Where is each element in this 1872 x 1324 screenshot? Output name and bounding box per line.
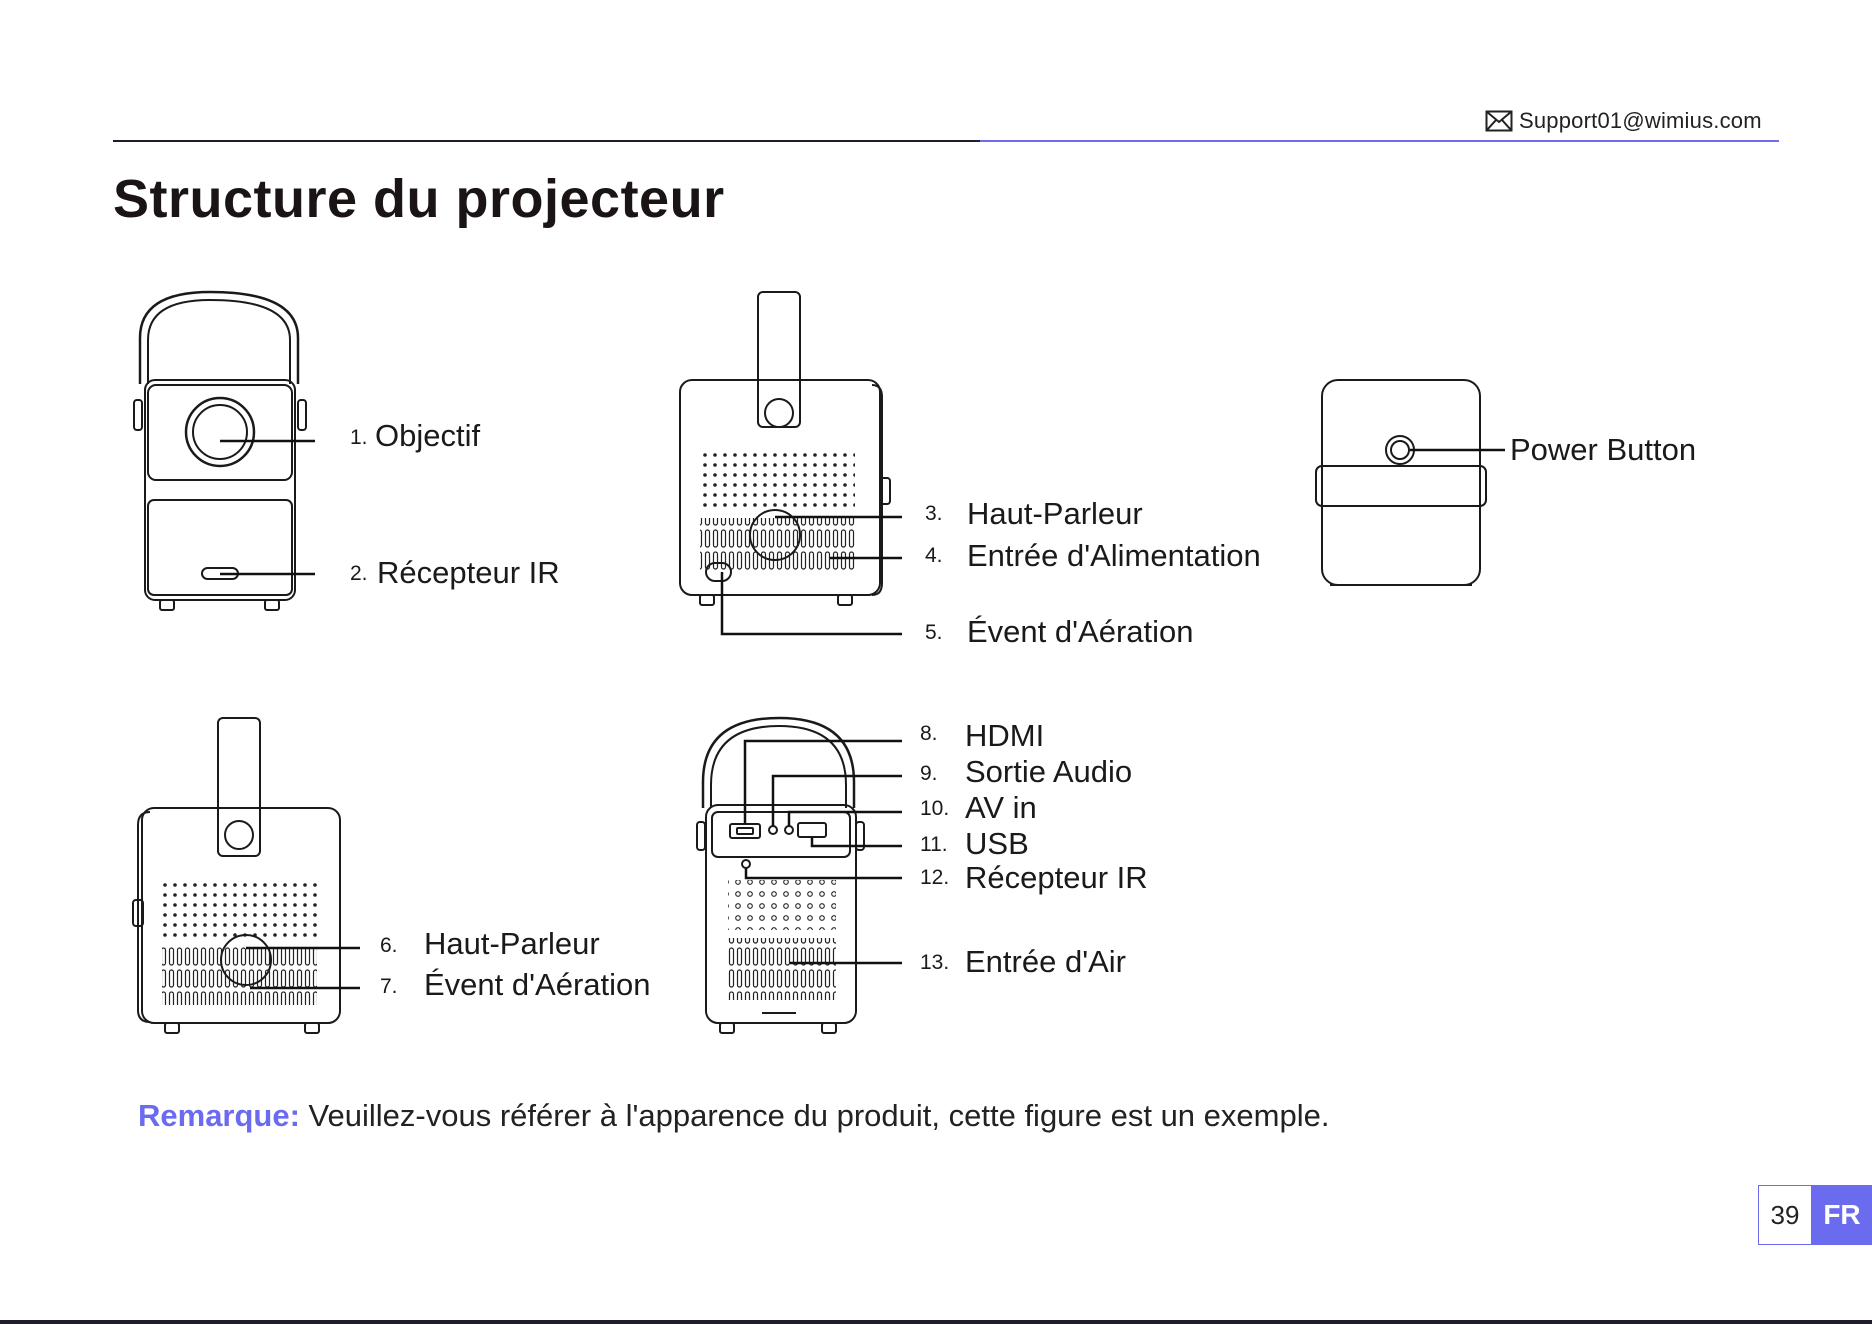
callout-number: 11. xyxy=(920,833,948,856)
projector-front-view xyxy=(133,290,307,611)
header-rule-accent xyxy=(980,140,1779,142)
callout-number: 4. xyxy=(925,544,943,567)
projector-top-view xyxy=(1315,379,1487,586)
callout-label-audio-out: Sortie Audio xyxy=(965,754,1133,789)
callout-label-ir-receiver-2: Récepteur IR xyxy=(965,860,1148,895)
callout-label-vent-2: Évent d'Aération xyxy=(424,967,651,1002)
leader-lines xyxy=(220,439,1505,990)
callout-number: 12. xyxy=(920,866,950,889)
callout-label-air-intake: Entrée d'Air xyxy=(965,944,1126,979)
note: Remarque: Veuillez-vous référer à l'appa… xyxy=(138,1098,1329,1134)
language-tab: FR xyxy=(1812,1185,1872,1245)
projector-side-view xyxy=(679,291,891,606)
callout-number: 10. xyxy=(920,797,950,820)
projector-side2-view xyxy=(132,717,341,1034)
projector-back-view xyxy=(696,716,865,1034)
callout-number: 13. xyxy=(920,951,950,974)
callout-number: 7. xyxy=(380,975,398,998)
page-number: 39 xyxy=(1758,1185,1812,1245)
callout-label-usb: USB xyxy=(965,826,1029,861)
header-rule-dark xyxy=(113,140,980,142)
header-email: Support01@wimius.com xyxy=(1485,108,1762,134)
callout-number: 2. xyxy=(350,562,368,585)
note-label: Remarque: xyxy=(138,1098,300,1133)
mail-icon xyxy=(1485,110,1513,132)
page-title: Structure du projecteur xyxy=(113,169,725,229)
callout-label-lens: Objectif xyxy=(375,418,481,453)
callout-number: 5. xyxy=(925,621,943,644)
callout-number: 9. xyxy=(920,762,938,785)
callout-number: 3. xyxy=(925,502,943,525)
callout-label-hdmi: HDMI xyxy=(965,718,1045,753)
note-text: Veuillez-vous référer à l'apparence du p… xyxy=(299,1098,1330,1133)
callout-label-vent: Évent d'Aération xyxy=(967,614,1194,649)
callout-label-power-input: Entrée d'Alimentation xyxy=(967,538,1261,573)
support-email-link[interactable]: Support01@wimius.com xyxy=(1519,108,1762,133)
bottom-rule xyxy=(0,1320,1872,1324)
callout-label-speaker-2: Haut-Parleur xyxy=(424,926,600,961)
callout-label-av-in: AV in xyxy=(965,790,1037,825)
callout-label-power-button: Power Button xyxy=(1510,432,1697,467)
callout-number: 1. xyxy=(350,426,368,449)
callout-number: 6. xyxy=(380,934,398,957)
callout-label-speaker: Haut-Parleur xyxy=(967,496,1143,531)
callout-label-ir-receiver: Récepteur IR xyxy=(377,555,560,590)
callout-number: 8. xyxy=(920,722,938,745)
